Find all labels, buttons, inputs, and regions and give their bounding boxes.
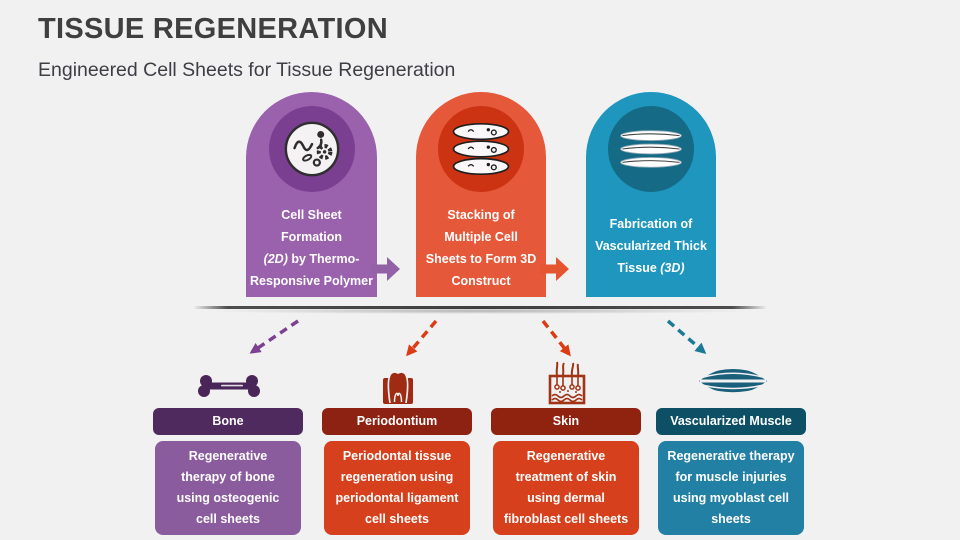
tooth-icon bbox=[383, 371, 413, 404]
organ-header-skin: Skin bbox=[491, 408, 641, 435]
organ-description-bone: Regenerative therapy of bone using osteo… bbox=[155, 441, 301, 535]
vascularized-thick-tissue-icon bbox=[620, 130, 682, 168]
organ-description-vascularized-muscle: Regenerative therapy for muscle injuries… bbox=[658, 441, 804, 535]
step2-label: Stacking of Multiple Cell Sheets to Form… bbox=[425, 208, 537, 288]
step-card-stacking-cell-sheets: Stacking of Multiple Cell Sheets to Form… bbox=[416, 92, 546, 297]
flow-arrow-icon bbox=[540, 257, 569, 281]
stacked-cell-sheets-icon bbox=[452, 122, 510, 176]
step1-circle bbox=[268, 106, 355, 192]
step2-circle bbox=[438, 106, 524, 192]
step1-label: Cell Sheet Formation (2D) by Thermo- Res… bbox=[250, 208, 373, 288]
petri-dish-cells-icon bbox=[284, 121, 339, 177]
skin-icon bbox=[548, 361, 586, 405]
organ-header-periodontium: Periodontium bbox=[322, 408, 472, 435]
flow-arrow-icon bbox=[371, 257, 400, 281]
page-title: TISSUE REGENERATION bbox=[38, 13, 388, 45]
organ-description-periodontium: Periodontal tissue regeneration using pe… bbox=[324, 441, 470, 535]
step3-circle bbox=[608, 106, 694, 192]
page-subtitle: Engineered Cell Sheets for Tissue Regene… bbox=[38, 59, 456, 81]
step-card-cell-sheet-formation: Cell Sheet Formation (2D) by Thermo- Res… bbox=[246, 92, 377, 297]
muscle-icon bbox=[699, 367, 767, 399]
step3-label: Fabrication of Vascularized Thick Tissue… bbox=[595, 217, 707, 275]
separator-line bbox=[193, 306, 767, 313]
bone-icon bbox=[198, 375, 260, 397]
step-card-vascularized-tissue: Fabrication of Vascularized Thick Tissue… bbox=[586, 92, 716, 297]
organ-description-skin: Regenerative treatment of skin using der… bbox=[493, 441, 639, 535]
organ-header-bone: Bone bbox=[153, 408, 303, 435]
organ-header-vascularized-muscle: Vascularized Muscle bbox=[656, 408, 806, 435]
